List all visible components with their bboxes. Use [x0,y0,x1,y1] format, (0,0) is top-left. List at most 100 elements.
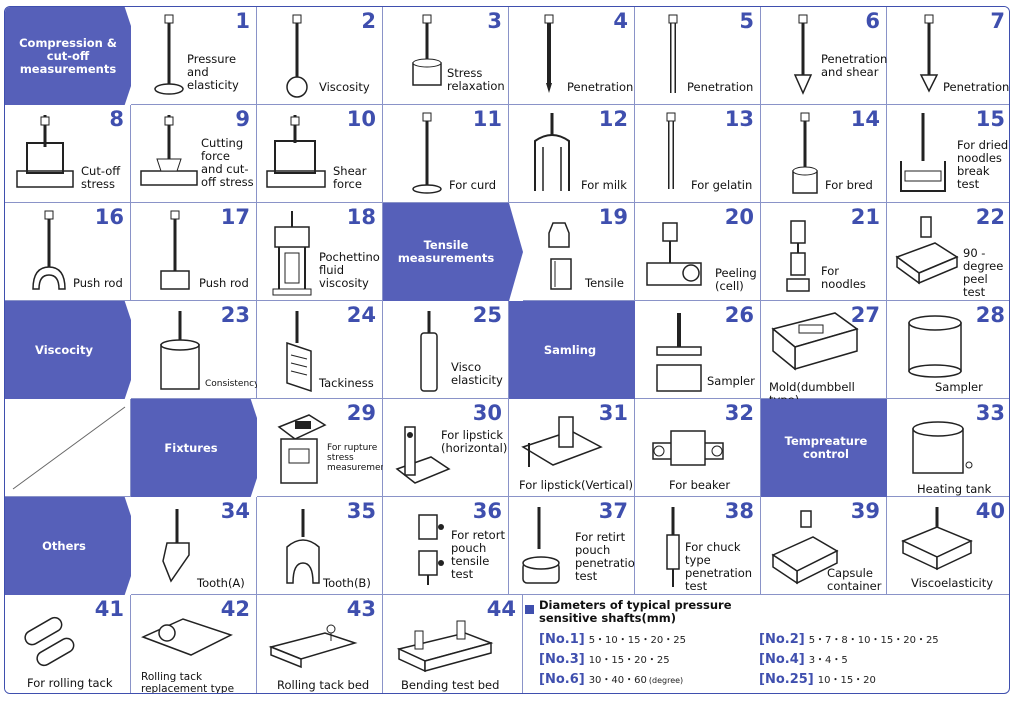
item-35[interactable]: 35 Tooth(B) [257,497,383,595]
tensile-clip-icon [548,222,572,290]
fork-rod-icon [32,210,66,290]
item-21[interactable]: 21 For noodles [761,203,887,301]
item-28[interactable]: 28 Sampler [887,301,1009,399]
consistency-cup-icon [160,311,200,390]
item-41[interactable]: 41 For rolling tack [5,595,131,693]
item-9[interactable]: 9 Cutting force and cut-off stress [131,105,257,203]
item-34[interactable]: 34 Tooth(A) [131,497,257,595]
item-27[interactable]: 27 Mold(dumbbell type) [761,301,887,407]
tooth-b-icon [286,509,320,584]
noodle-break-icon [900,113,946,192]
shaft-no2: [No.2]5・7・8・10・15・20・25 [759,632,939,647]
item-13[interactable]: 13 For gelatin [635,105,761,203]
item-39[interactable]: 39 Capsule container [761,497,887,595]
pouch-tensile-icon [418,514,444,585]
item-6[interactable]: 6 Penetration and shear [761,7,887,105]
sphere-probe-icon [286,14,308,98]
capsule-container-icon [771,510,839,585]
gelatin-probe-icon [666,112,676,189]
disc-probe-icon [412,112,442,194]
item-31[interactable]: 31 For lipstick(Vertical) [509,399,635,497]
item-43[interactable]: 43 Rolling tack bed [257,595,383,693]
item-11[interactable]: 11 For curd [383,105,509,203]
noodle-clamp-icon [786,220,810,292]
item-44[interactable]: 44 Bending test bed [383,595,523,693]
needle-probe-icon [544,14,554,93]
item-14[interactable]: 14 For bred [761,105,887,203]
item-12[interactable]: 12 For milk [509,105,635,203]
item-30[interactable]: 30 For lipstick (horizontal) [383,399,509,497]
item-8[interactable]: 8 Cut-off stress [5,105,131,203]
pouch-penetration-icon [522,507,560,584]
item-25[interactable]: 25 Visco elasticity [383,301,509,399]
category-tensile: Tensile measurements [383,203,523,301]
item-37[interactable]: 37 For retirt pouch penetration test [509,497,642,595]
item-38[interactable]: 38 For chuck type penetration test [635,497,761,595]
dumbbell-mold-icon [771,312,859,371]
category-others: Others [5,497,141,595]
item-29[interactable]: 29 For rupture stress measurement [257,399,390,497]
shaft-no3: [No.3]10・15・20・25 [539,652,670,667]
item-5[interactable]: 5 Penetration [635,7,761,105]
item-23[interactable]: 23 Consistency [131,301,259,399]
item-24[interactable]: 24 Tackiness [257,301,383,399]
tooth-a-icon [162,509,190,583]
item-26[interactable]: 26 Sampler [635,301,761,399]
item-22[interactable]: 22 90 -degree peel test [887,203,1009,301]
rupture-fixture-icon [277,414,327,484]
shaft-no25: [No.25]10・15・20 [759,672,876,687]
legend-square-icon [525,605,534,614]
cylinder-probe-icon [412,14,442,86]
item-4[interactable]: 4 Penetration [509,7,635,105]
roller-ramp-icon [141,618,233,656]
item-15[interactable]: 15 For dried noodles break test [887,105,1009,203]
item-1[interactable]: 1 Pressure and elasticity [131,7,257,105]
tackiness-plate-icon [286,311,312,393]
item-20[interactable]: 20 Peeling (cell) [635,203,761,301]
item-17[interactable]: 17 Push rod [131,203,257,301]
lipstick-h-icon [395,426,451,484]
pochettino-icon [272,211,312,296]
item-10[interactable]: 10 Shear force [257,105,383,203]
bread-probe-icon [792,112,818,194]
item-42[interactable]: 42 Rolling tack replacement type [131,595,257,693]
category-sampling: Samling [509,301,649,399]
attachments-grid: Compression & cut-off measurements 1 Pre… [4,6,1010,694]
legend-title: Diameters of typical pressure sensitive … [539,598,732,625]
viscoelasticity-rig-icon [901,507,973,571]
sampler-box-icon [656,313,702,392]
peel-90-icon [895,216,959,285]
item-3[interactable]: 3 Stress relaxation [383,7,509,105]
item-32[interactable]: 32 For beaker [635,399,761,497]
category-compression: Compression & cut-off measurements [5,7,141,105]
milk-frame-icon [534,113,570,191]
item-18[interactable]: 18 Pochettino fluid viscosity [257,203,383,301]
shaft-no4: [No.4]3・4・5 [759,652,848,667]
shaft-no1: [No.1]5・10・15・20・25 [539,632,686,647]
item-19[interactable]: 19 Tensile [523,203,635,301]
bending-bed-icon [396,620,494,673]
item-16[interactable]: 16 Push rod [5,203,131,301]
tack-bed-icon [268,624,358,669]
arrow-probe-icon [793,14,813,95]
block-rod-icon [160,210,190,290]
chuck-probe-icon [666,507,680,587]
lipstick-v-icon [521,416,603,467]
item-2[interactable]: 2 Viscosity [257,7,383,105]
visco-tube-icon [420,311,438,392]
cone-probe-icon [919,14,939,93]
item-7[interactable]: 7 Penetration [887,7,1009,105]
cutting-fixture-icon [140,115,198,186]
item-40[interactable]: 40 Viscoelasticity [887,497,1009,595]
rollers-icon [24,616,75,667]
item-36[interactable]: 36 For retort pouch tensile test [383,497,509,595]
shaft-no6: [No.6]30・40・60(degree) [539,672,684,687]
diagonal-line [12,406,126,490]
heating-tank-icon [912,421,973,474]
ball-plunger-icon [154,14,184,95]
item-33[interactable]: 33 Heating tank [887,399,1009,497]
beaker-clamp-icon [652,430,724,466]
category-viscosity: Viscocity [5,301,141,399]
category-temperature: Tempreature control [761,399,901,497]
diagonal-blank-cell [5,399,131,497]
